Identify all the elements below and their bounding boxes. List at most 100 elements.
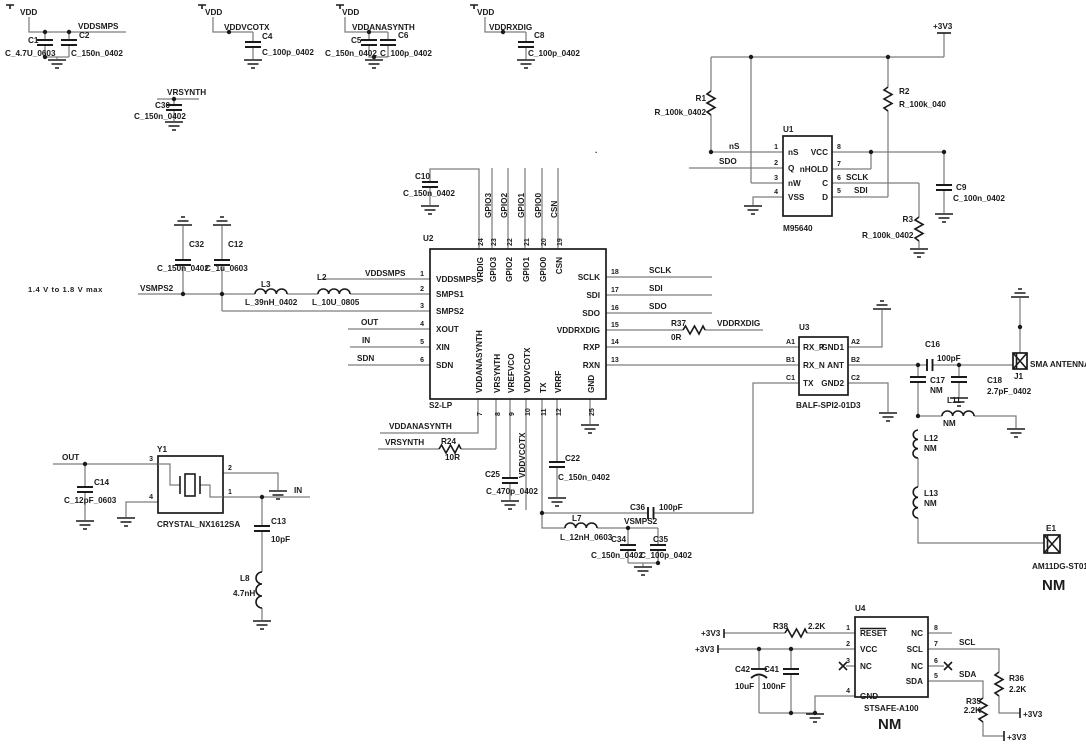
c8-ref: C8 — [534, 31, 545, 40]
u1-pin-num: 5 — [837, 188, 841, 195]
net-vddanasynth: VDDANASYNTH — [389, 422, 452, 431]
net-sdi: SDI — [854, 186, 868, 195]
u3-pin-num: B1 — [786, 357, 795, 364]
u2-pin-name: SCLK — [578, 273, 600, 282]
u3-balun-body — [798, 336, 849, 396]
l3-value: L_39nH_0402 — [245, 298, 298, 307]
net-vsmps2: VSMPS2 — [140, 284, 174, 293]
l12-inductor — [912, 429, 919, 459]
r1-value: R_100k_0402 — [655, 108, 707, 117]
u4-pin-name: NC — [911, 629, 923, 638]
net-vsmps2: VSMPS2 — [624, 517, 658, 526]
u4-fit: NM — [878, 716, 901, 733]
u4-stsafe-body — [854, 616, 929, 698]
r37-value: 0R — [671, 333, 682, 342]
smps-range-note: 1.4 V to 1.8 V max — [28, 285, 103, 294]
c16-ref: C16 — [925, 340, 940, 349]
vdd-label: VDD — [205, 8, 222, 17]
l3-ref: L3 — [261, 280, 271, 289]
net-sclk: SCLK — [846, 173, 868, 182]
l7-value: L_12nH_0603 — [560, 533, 613, 542]
u2-pin-name: VDDVCOTX — [523, 347, 532, 393]
u2-pin-num: 11 — [541, 408, 548, 416]
c18-value: 2.7pF_0402 — [987, 387, 1032, 396]
u2-pin-num: 10 — [525, 408, 532, 416]
u1-pin-name: VCC — [811, 148, 828, 157]
l11-ref: L11 — [947, 396, 961, 405]
l12-value: NM — [924, 444, 937, 453]
net-vddsmps: VDDSMPS — [365, 269, 406, 278]
net-sclk: SCLK — [649, 266, 671, 275]
u4-pin-num: 8 — [934, 625, 938, 632]
j1-label: SMA ANTENNA — [1030, 360, 1086, 369]
u1-eeprom-body — [782, 135, 833, 217]
u2-pin-name: SDI — [586, 291, 600, 300]
c30-value: C_150n_0402 — [134, 112, 186, 121]
c41-value: 100nF — [762, 682, 786, 691]
r36-ref: R36 — [1009, 674, 1024, 683]
u1-pin-num: 7 — [837, 161, 841, 168]
u4-pin-name: SDA — [906, 677, 923, 686]
c6-value: C_100p_0402 — [380, 49, 432, 58]
net-scl: SCL — [959, 638, 975, 647]
c22-value: C_150n_0402 — [558, 473, 610, 482]
net-vrsynth: VRSYNTH — [385, 438, 424, 447]
u1-pin-num: 6 — [837, 175, 841, 182]
u2-pin-name: TX — [539, 382, 548, 393]
u2-pin-name: VDDANASYNTH — [475, 330, 484, 393]
c18-ref: C18 — [987, 376, 1002, 385]
y1-pin-num-4: 4 — [149, 494, 153, 501]
u1-pin-num: 3 — [774, 175, 778, 182]
c35-value: C_100p_0402 — [640, 551, 692, 560]
c12-value: C_1u_0603 — [205, 264, 248, 273]
l13-ref: L13 — [924, 489, 939, 498]
u4-pin-num: 3 — [846, 658, 850, 665]
net-gpio1: GPIO1 — [517, 193, 526, 218]
p3v3-label: +3V3 — [695, 645, 715, 654]
r38-ref: R38 — [773, 622, 788, 631]
c8-value: C_100p_0402 — [528, 49, 580, 58]
net-in: IN — [362, 336, 370, 345]
c5-ref: C5 — [351, 36, 362, 45]
c13-ref: C13 — [271, 517, 286, 526]
u1-pin-num: 4 — [774, 189, 778, 196]
u2-pin-num: 13 — [611, 357, 619, 364]
net-vddanasynth: VDDANASYNTH — [352, 23, 415, 32]
u2-pin-name: GPIO3 — [489, 257, 498, 282]
u2-pin-num: 25 — [589, 408, 596, 416]
u2-pin-num: 17 — [611, 287, 619, 294]
u1-pin-name: VSS — [788, 193, 805, 202]
l13-inductor — [912, 486, 919, 519]
r24-ref: R24 — [441, 437, 456, 446]
c4-ref: C4 — [262, 32, 273, 41]
vdd-label: VDD — [477, 8, 494, 17]
c34-ref: C34 — [611, 535, 626, 544]
c1-ref: C1 — [28, 36, 39, 45]
c5-value: C_150n_0402 — [325, 49, 377, 58]
y1-pin-num-2: 2 — [228, 465, 232, 472]
r1-ref: R1 — [696, 94, 707, 103]
u1-pin-name: Q — [788, 164, 795, 173]
p3v3-label: +3V3 — [1023, 710, 1043, 719]
u4-pin-num: 7 — [934, 641, 938, 648]
u2-pin-name: GND — [587, 375, 596, 393]
u2-pin-num: 15 — [611, 322, 619, 329]
y1-part: CRYSTAL_NX1612SA — [157, 520, 240, 529]
p3v3-label: +3V3 — [933, 22, 953, 31]
c10-value: C_150n_0402 — [403, 189, 455, 198]
u3-pin-name: GND2 — [821, 379, 844, 388]
u2-pin-num: 22 — [507, 238, 514, 246]
u2-pin-name: XOUT — [436, 325, 459, 334]
net-gpio2: GPIO2 — [500, 193, 509, 218]
u1-pin-name: C — [822, 179, 828, 188]
u2-pin-num: 3 — [420, 303, 424, 310]
u2-s2lp-body — [429, 248, 607, 400]
u2-pin-num: 19 — [557, 238, 564, 246]
u2-pin-num: 18 — [611, 269, 619, 276]
net-sdn: SDN — [357, 354, 374, 363]
net-ns: nS — [729, 142, 740, 151]
l8-ref: L8 — [240, 574, 250, 583]
u2-pin-num: 16 — [611, 305, 619, 312]
